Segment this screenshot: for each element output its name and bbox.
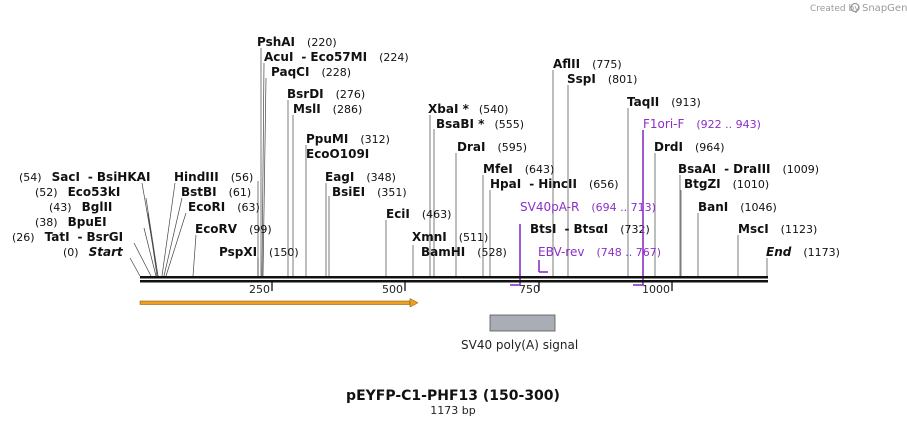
plasmid-title: pEYFP-C1-PHF13 (150-300)	[346, 388, 560, 404]
svg-text:BtsI-BtsαI(732): BtsI-BtsαI(732)	[530, 222, 650, 236]
svg-text:EBV-rev(748 .. 767): EBV-rev(748 .. 767)	[538, 245, 661, 259]
svg-text:SV40pA-R(694 .. 713): SV40pA-R (694 .. 713)	[520, 200, 656, 214]
svg-text:TaqII(913): TaqII(913)	[627, 95, 701, 109]
svg-text:EcoRI(63): EcoRI(63)	[188, 200, 260, 214]
svg-text:F1ori-F(922 .. 943): F1ori-F(922 .. 943)	[643, 117, 761, 131]
svg-text:MfeI(643): MfeI(643)	[483, 162, 554, 176]
svg-text:DrdI(964): DrdI(964)	[654, 140, 725, 154]
svg-text:BsiEI(351): BsiEI(351)	[332, 185, 407, 199]
svg-text:End(1173): End(1173)	[766, 245, 840, 259]
ruler-ticks	[271, 282, 673, 291]
svg-text:PaqCI(228): PaqCI(228)	[271, 65, 351, 79]
svg-text:(26)TatI-BsrGI: (26)TatI-BsrGI	[12, 230, 123, 244]
primer-name: SV40pA-R	[520, 200, 579, 214]
svg-text:XmnI(511): XmnI(511)	[412, 230, 488, 244]
svg-text:DraI(595): DraI(595)	[457, 140, 527, 154]
feature-box-sv40-polya	[489, 314, 556, 332]
svg-text:PspXI(150): PspXI(150)	[219, 245, 299, 259]
svg-text:(52)Eco53kI: (52)Eco53kI	[35, 185, 120, 199]
snapgene-logo-icon	[850, 2, 860, 13]
leader-lines	[129, 48, 768, 277]
tick-label: 750	[519, 283, 540, 296]
backbone-strand-bottom	[140, 280, 768, 283]
svg-text:BamHI(528): BamHI(528)	[421, 245, 507, 259]
svg-text:HpaI-HincII(656): HpaI-HincII(656)	[490, 177, 619, 191]
primer-labels: SV40pA-R (694 .. 713) EBV-rev(748 .. 767)…	[520, 117, 761, 259]
tick-label: 1000	[642, 283, 670, 296]
primer-range: (694 .. 713)	[591, 201, 656, 214]
svg-text:EciI(463): EciI(463)	[386, 207, 451, 221]
credit-text: Created by	[810, 4, 860, 14]
svg-text:XbaI *(540): XbaI *(540)	[428, 102, 508, 116]
site-position: (220)	[307, 36, 337, 49]
svg-text:(0)Start: (0)Start	[63, 245, 124, 259]
svg-text:PshAI(220): PshAI (220)	[257, 35, 337, 49]
svg-text:AcuI-Eco57MI(224): AcuI-Eco57MI(224)	[264, 50, 409, 64]
svg-text:BsrDI(276): BsrDI(276)	[287, 87, 365, 101]
svg-text:BsaAI-DraIII(1009): BsaAI-DraIII(1009)	[678, 162, 819, 176]
plasmid-length: 1173 bp	[430, 404, 475, 417]
site-labels: PshAI(220) AcuI-Eco57MI(224) PaqCI(228) …	[12, 35, 840, 259]
svg-text:MslI(286): MslI(286)	[293, 102, 362, 116]
svg-text:EcoO109I: EcoO109I	[306, 147, 369, 161]
brand-text: SnapGene	[862, 3, 907, 14]
tick-label: 500	[382, 283, 403, 296]
svg-text:(43)BglII: (43)BglII	[49, 200, 112, 214]
svg-text:HindIII(56): HindIII(56)	[174, 170, 253, 184]
orf-arrow	[139, 298, 419, 308]
svg-text:EcoRV(99): EcoRV(99)	[195, 222, 272, 236]
svg-text:AflII(775): AflII(775)	[553, 57, 622, 71]
primer-marks	[510, 130, 644, 286]
backbone-strand-top	[140, 276, 768, 279]
svg-text:(54)SacI-BsiHKAI: (54)SacI-BsiHKAI	[19, 170, 150, 184]
svg-text:BstBI(61): BstBI(61)	[181, 185, 251, 199]
svg-text:BtgZI(1010): BtgZI(1010)	[684, 177, 769, 191]
svg-text:(38)BpuEI: (38)BpuEI	[35, 215, 107, 229]
svg-text:BanI(1046): BanI(1046)	[698, 200, 777, 214]
tick-label: 250	[249, 283, 270, 296]
svg-text:PpuMI(312): PpuMI(312)	[306, 132, 390, 146]
svg-text:EagI(348): EagI(348)	[325, 170, 396, 184]
svg-text:SspI(801): SspI(801)	[567, 72, 637, 86]
svg-text:MscI(1123): MscI(1123)	[738, 222, 817, 236]
site-name: PshAI	[257, 35, 295, 49]
svg-text:BsaBI *(555): BsaBI *(555)	[436, 117, 524, 131]
feature-label: SV40 poly(A) signal	[461, 338, 578, 352]
